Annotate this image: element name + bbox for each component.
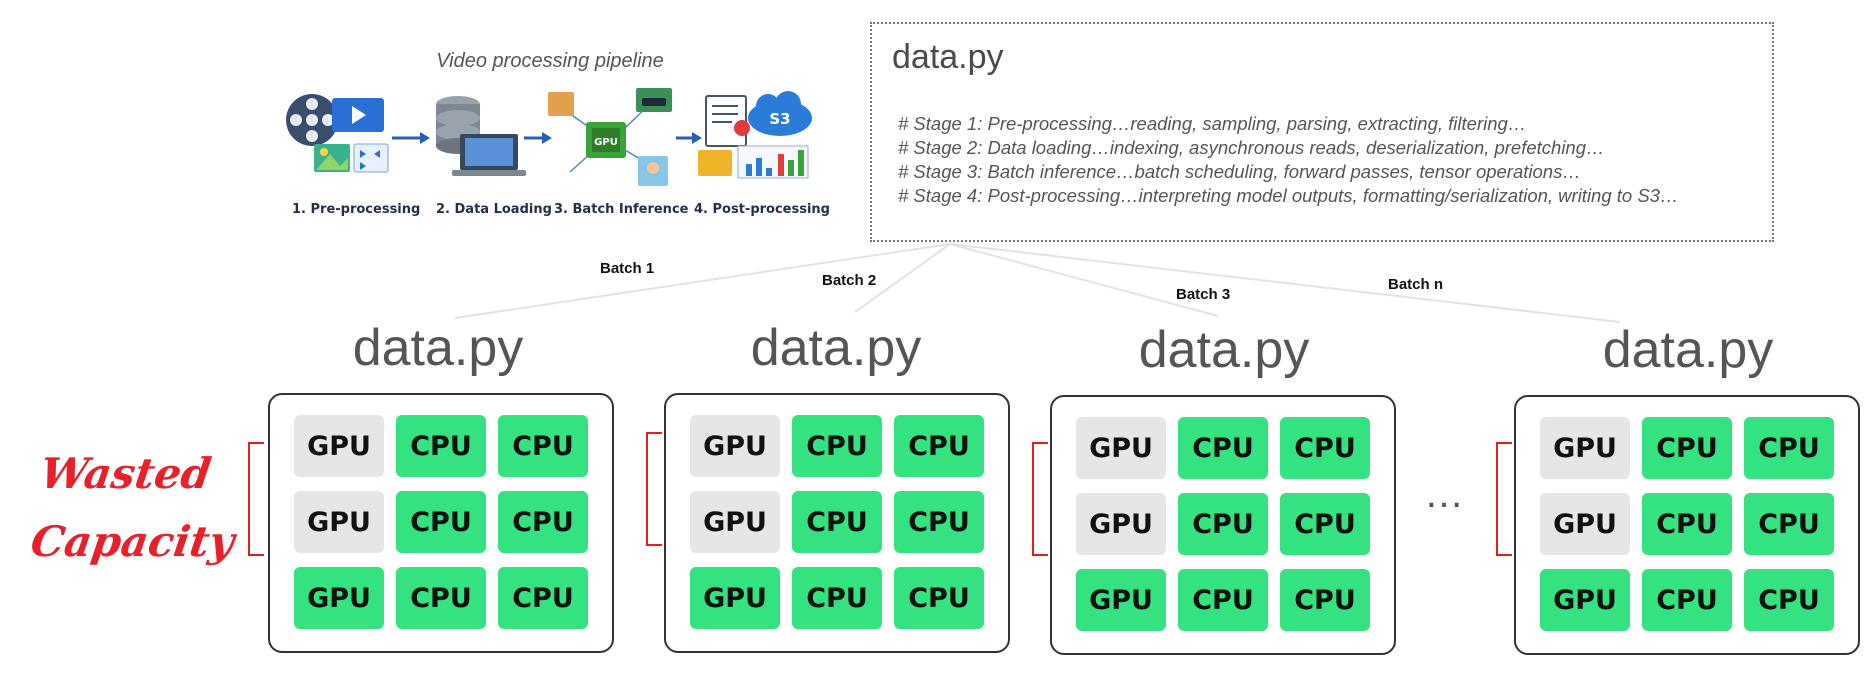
idle-gpu-bracket bbox=[248, 442, 264, 556]
chip-cpu: CPU bbox=[498, 491, 588, 553]
folder-icon bbox=[698, 150, 732, 176]
chip-cpu: CPU bbox=[792, 415, 882, 477]
code-lines: # Stage 1: Pre-processing…reading, sampl… bbox=[898, 112, 1678, 208]
code-box: data.py # Stage 1: Pre-processing…readin… bbox=[870, 22, 1774, 242]
chip-cpu: CPU bbox=[1642, 569, 1732, 631]
node-card: GPU CPU CPU GPU CPU CPU GPU CPU CPU bbox=[1050, 395, 1396, 655]
chip-cpu: CPU bbox=[792, 567, 882, 629]
step-label-postprocessing: 4. Post-processing bbox=[694, 202, 830, 217]
chip-active-gpu: GPU bbox=[1076, 569, 1166, 631]
chip-cpu: CPU bbox=[1280, 569, 1370, 631]
chip-cpu: CPU bbox=[1744, 493, 1834, 555]
arrow-icon bbox=[392, 132, 430, 144]
database-icon bbox=[436, 96, 480, 154]
step-label-data-loading: 2. Data Loading bbox=[436, 202, 552, 217]
chip-cpu: CPU bbox=[1744, 417, 1834, 479]
code-line-stage-4: # Stage 4: Post-processing…interpreting … bbox=[898, 185, 1679, 206]
batch-label-3: Batch 3 bbox=[1176, 286, 1231, 303]
chip-cpu: CPU bbox=[1178, 493, 1268, 555]
chip-idle-gpu: GPU bbox=[1076, 493, 1166, 555]
step-label-batch-inference: 3. Batch Inference bbox=[554, 202, 689, 217]
code-box-title: data.py bbox=[892, 38, 1004, 76]
step-label-preprocessing: 1. Pre-processing bbox=[292, 202, 421, 217]
chip-cpu: CPU bbox=[498, 415, 588, 477]
annotation-line-2: Capacity bbox=[27, 517, 238, 566]
chip-idle-gpu: GPU bbox=[294, 415, 384, 477]
node-title: data.py bbox=[352, 319, 524, 377]
node-title: data.py bbox=[750, 319, 922, 377]
person-image-icon bbox=[638, 156, 668, 186]
annotation-line-1: Wasted bbox=[37, 449, 215, 498]
chip-cpu: CPU bbox=[894, 491, 984, 553]
chip-cpu: CPU bbox=[894, 567, 984, 629]
node-title: data.py bbox=[1138, 321, 1310, 379]
pipeline-title: Video processing pipeline bbox=[436, 50, 664, 72]
chip-cpu: CPU bbox=[1642, 493, 1732, 555]
node-card: GPU CPU CPU GPU CPU CPU GPU CPU CPU bbox=[268, 393, 614, 653]
chip-cpu: CPU bbox=[894, 415, 984, 477]
chip-idle-gpu: GPU bbox=[690, 491, 780, 553]
fan-line-batch-2 bbox=[854, 243, 951, 313]
chip-cpu: CPU bbox=[396, 491, 486, 553]
code-line-stage-2: # Stage 2: Data loading…indexing, asynch… bbox=[898, 137, 1605, 158]
chip-cpu: CPU bbox=[1642, 417, 1732, 479]
image-icon bbox=[314, 144, 350, 172]
fan-line-batch-1 bbox=[454, 243, 951, 319]
chip-idle-gpu: GPU bbox=[294, 491, 384, 553]
car-image-icon bbox=[636, 88, 672, 112]
node-card: GPU CPU CPU GPU CPU CPU GPU CPU CPU bbox=[1514, 395, 1860, 655]
fan-line-batch-3 bbox=[949, 243, 1219, 317]
film-reel-icon bbox=[286, 94, 338, 146]
chip-cpu: CPU bbox=[396, 415, 486, 477]
chip-idle-gpu: GPU bbox=[690, 415, 780, 477]
idle-gpu-bracket bbox=[646, 432, 662, 546]
batch-label-1: Batch 1 bbox=[600, 260, 655, 277]
laptop-icon bbox=[452, 134, 526, 176]
svg-text:S3: S3 bbox=[769, 110, 790, 128]
node-title: data.py bbox=[1602, 321, 1774, 379]
animal-image-icon bbox=[548, 92, 574, 116]
batch-label-n: Batch n bbox=[1388, 276, 1444, 293]
pipeline-illustration: GPU S3 bbox=[286, 88, 812, 186]
video-player-icon bbox=[332, 98, 384, 132]
chip-idle-gpu: GPU bbox=[1540, 417, 1630, 479]
more-nodes-ellipsis: … bbox=[1424, 472, 1470, 516]
wasted-capacity-annotation: Wasted Capacity bbox=[26, 440, 238, 576]
chip-cpu: CPU bbox=[1178, 417, 1268, 479]
node-card: GPU CPU CPU GPU CPU CPU GPU CPU CPU bbox=[664, 393, 1010, 653]
fan-line-batch-n bbox=[949, 243, 1621, 323]
idle-gpu-bracket bbox=[1496, 442, 1512, 556]
media-controls-icon bbox=[353, 143, 389, 173]
chip-cpu: CPU bbox=[1280, 493, 1370, 555]
s3-cloud-icon: S3 bbox=[748, 91, 812, 136]
chip-cpu: CPU bbox=[792, 491, 882, 553]
idle-gpu-bracket bbox=[1032, 442, 1048, 556]
document-icon bbox=[705, 95, 750, 147]
bar-chart-icon bbox=[737, 145, 809, 179]
batch-label-2: Batch 2 bbox=[822, 272, 877, 289]
chip-cpu: CPU bbox=[498, 567, 588, 629]
chip-active-gpu: GPU bbox=[690, 567, 780, 629]
chip-cpu: CPU bbox=[396, 567, 486, 629]
chip-cpu: CPU bbox=[1744, 569, 1834, 631]
svg-text:GPU: GPU bbox=[594, 137, 618, 148]
chip-cpu: CPU bbox=[1178, 569, 1268, 631]
chip-idle-gpu: GPU bbox=[1540, 493, 1630, 555]
arrow-icon bbox=[524, 132, 552, 144]
code-line-stage-3: # Stage 3: Batch inference…batch schedul… bbox=[898, 161, 1581, 182]
chip-idle-gpu: GPU bbox=[1076, 417, 1166, 479]
chip-cpu: CPU bbox=[1280, 417, 1370, 479]
chip-active-gpu: GPU bbox=[294, 567, 384, 629]
arrow-icon bbox=[676, 132, 702, 144]
code-line-stage-1: # Stage 1: Pre-processing…reading, sampl… bbox=[898, 113, 1527, 134]
chip-active-gpu: GPU bbox=[1540, 569, 1630, 631]
